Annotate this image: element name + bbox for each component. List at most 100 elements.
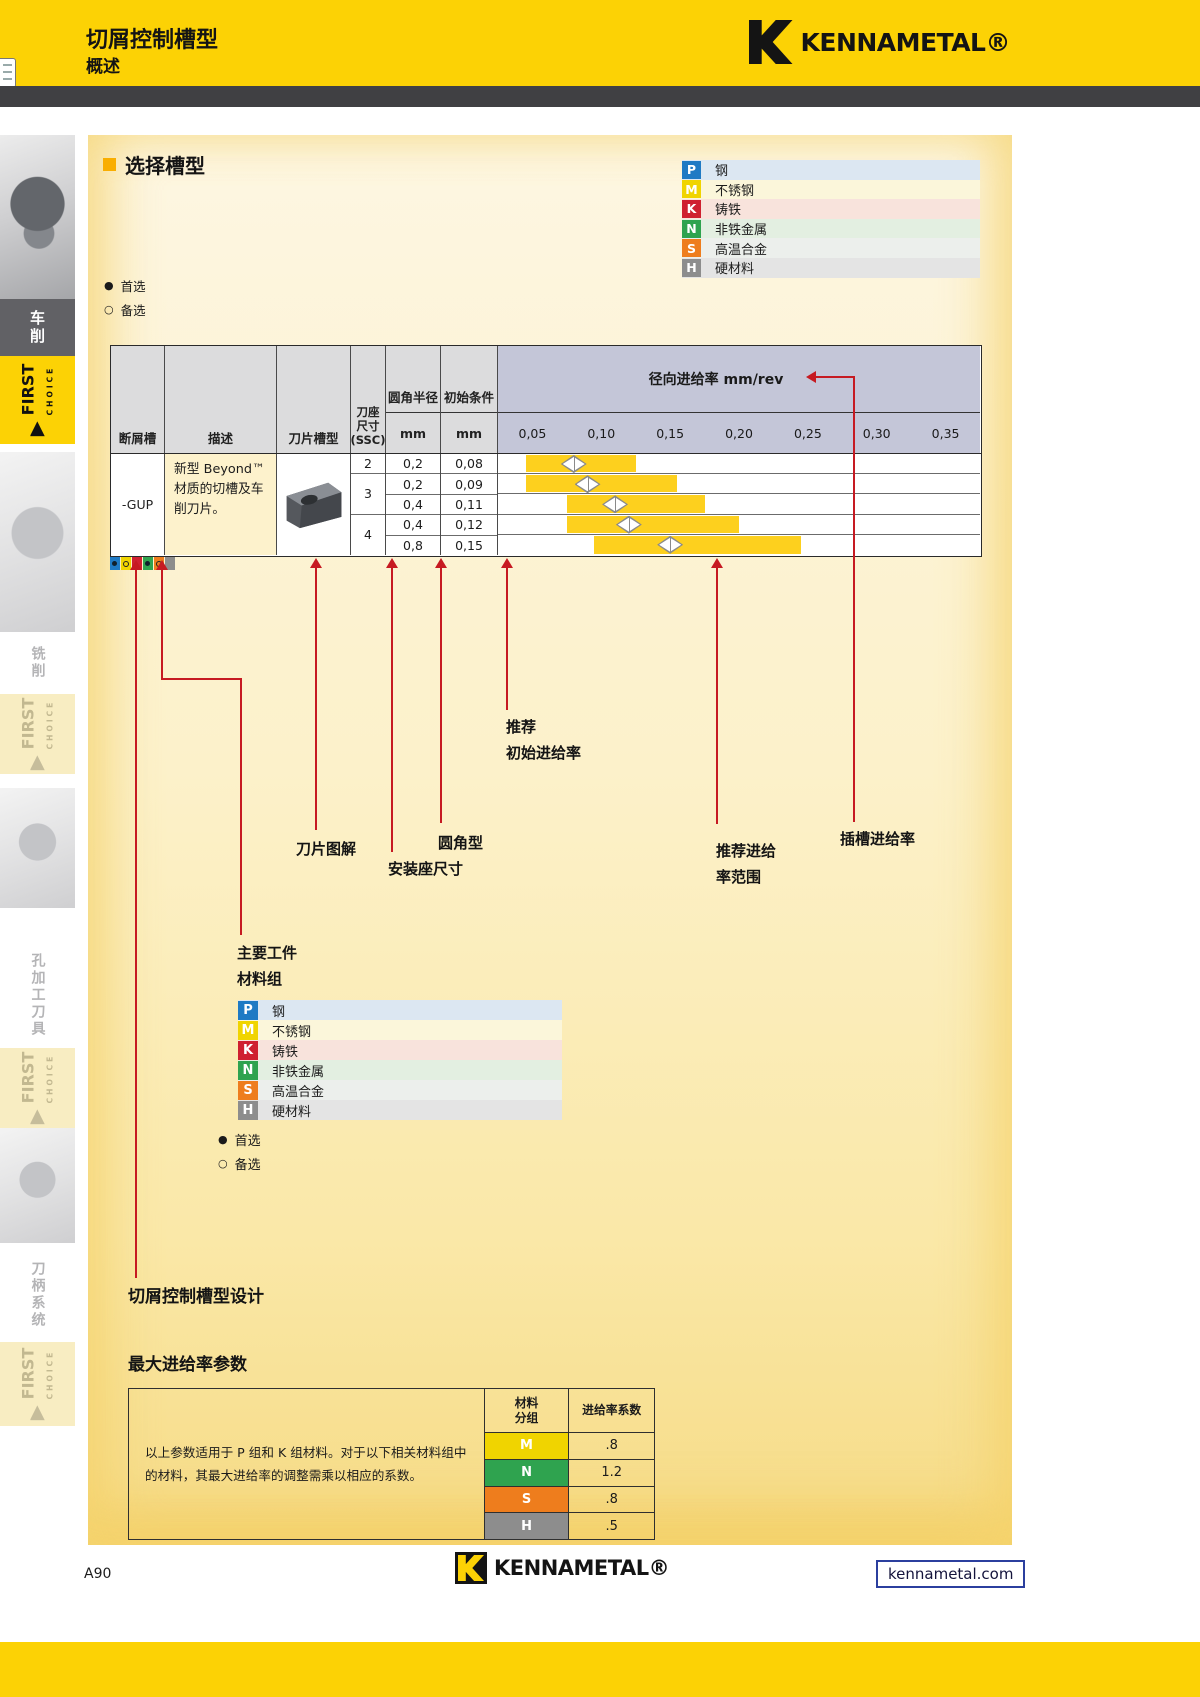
legend-row: H 硬材料 bbox=[238, 1100, 562, 1120]
label-insert-diagram: 刀片图解 bbox=[296, 840, 357, 858]
header-bar: 切屑控制槽型 概述 KENNAMETAL® bbox=[0, 0, 1200, 88]
feed-range-bar bbox=[566, 515, 739, 533]
feed-range-row bbox=[498, 535, 980, 555]
label-slot-feed: 插槽进给率 bbox=[840, 830, 916, 848]
indicator-p bbox=[110, 557, 120, 570]
legend-row: K 铸铁 bbox=[682, 199, 980, 219]
tool-photo-tooling-systems bbox=[0, 1128, 75, 1243]
radius-cell: 0,4 bbox=[386, 515, 440, 536]
first-choice-badge-faded: FIRST CHOICE bbox=[0, 694, 75, 774]
factor-cell: .5 bbox=[605, 1518, 618, 1534]
section-heading-label: 选择槽型 bbox=[125, 154, 205, 178]
label-initial-feed: 推荐初始进给率 bbox=[506, 718, 582, 762]
open-circle-icon: ○ bbox=[104, 303, 114, 316]
material-badge: S bbox=[238, 1080, 258, 1100]
sidebar-tab-label: 铣削 bbox=[29, 646, 46, 680]
col-header-seat-size: 刀座尺寸(SSC) bbox=[351, 346, 386, 453]
feed-range-bar bbox=[566, 495, 705, 513]
table-body: -GUP 新型 Beyond™ 材质的切槽及车削刀片。 2 3 4 0,2 0,… bbox=[111, 454, 981, 555]
legend-row: S 高温合金 bbox=[238, 1080, 562, 1100]
preference-secondary-label: 备选 bbox=[120, 303, 146, 318]
feed-range-bar bbox=[525, 475, 678, 493]
sidebar-tab-tooling-systems[interactable]: 刀柄系统 bbox=[0, 1252, 75, 1338]
kennametal-k-icon bbox=[455, 1552, 487, 1584]
sidebar-tab-milling[interactable]: 铣削 bbox=[0, 636, 75, 690]
material-badge: K bbox=[238, 1040, 258, 1060]
material-badge: K bbox=[682, 199, 701, 218]
indicator-n bbox=[143, 557, 153, 570]
kennametal-k-icon bbox=[748, 20, 793, 64]
col-header-material-group: 材料分组 bbox=[484, 1389, 569, 1433]
chevron-icon bbox=[30, 1109, 45, 1124]
footer-logo: KENNAMETAL® bbox=[455, 1552, 670, 1584]
indicator-m bbox=[121, 557, 131, 570]
material-badge: N bbox=[682, 219, 701, 238]
radius-cell: 0,8 bbox=[403, 537, 423, 553]
filled-circle-icon: ● bbox=[104, 279, 114, 292]
legend-row: M 不锈钢 bbox=[682, 179, 980, 200]
material-badge: N bbox=[238, 1060, 258, 1080]
radius-cell: 0,4 bbox=[386, 495, 440, 516]
kennametal-logo: KENNAMETAL® bbox=[748, 20, 1010, 64]
feed-rate-chart bbox=[498, 454, 980, 555]
preference-primary-label: 首选 bbox=[234, 1134, 261, 1149]
material-badge: M bbox=[682, 180, 701, 199]
material-badge: M bbox=[238, 1020, 258, 1040]
material-cell: H bbox=[484, 1513, 569, 1539]
max-feed-title: 最大进给率参数 bbox=[128, 1355, 247, 1375]
material-cell: M bbox=[484, 1433, 569, 1460]
initial-feed-marker bbox=[574, 475, 601, 494]
legend-row: S 高温合金 bbox=[682, 238, 980, 258]
website-link[interactable]: kennametal.com bbox=[876, 1560, 1026, 1588]
feed-rate-banner: 径向进给率 mm/rev bbox=[498, 346, 980, 413]
factor-cell: .8 bbox=[569, 1433, 654, 1460]
sidebar-tab-turning[interactable]: 车削 bbox=[0, 299, 75, 356]
sidebar-tab-holemaking[interactable]: 孔加工刀具 bbox=[0, 946, 75, 1044]
initial-feed-marker bbox=[657, 535, 684, 554]
feed-range-row bbox=[498, 454, 980, 475]
seat-size-cell: 4 bbox=[364, 527, 372, 543]
seat-size-cell: 3 bbox=[351, 474, 385, 515]
initial-cell: 0,11 bbox=[441, 495, 497, 516]
description-cell: 新型 Beyond™ 材质的切槽及车削刀片。 bbox=[165, 454, 277, 555]
legend-row: N 非铁金属 bbox=[238, 1060, 562, 1080]
feed-range-row bbox=[498, 515, 980, 535]
col-header-feed-factor: 进给率系数 bbox=[569, 1389, 654, 1433]
radius-cell: 0,2 bbox=[386, 474, 440, 495]
max-feed-note: 以上参数适用于 P 组和 K 组材料。对于以下相关材料组中的材料，其最大进给率的… bbox=[129, 1389, 485, 1539]
initial-cell: 0,12 bbox=[441, 515, 497, 536]
material-badge: H bbox=[238, 1100, 258, 1120]
initial-feed-marker bbox=[602, 495, 629, 514]
seat-size-cell: 2 bbox=[351, 454, 385, 475]
feed-range-row bbox=[498, 474, 980, 495]
initial-cell: 0,15 bbox=[455, 537, 483, 553]
chevron-icon bbox=[30, 1405, 45, 1420]
footer-bar bbox=[0, 1642, 1200, 1697]
feed-range-bar bbox=[594, 535, 801, 554]
legend-row: P 钢 bbox=[238, 1000, 562, 1020]
workpiece-material-legend: P 钢 M 不锈钢 K 铸铁 N 非铁金属 S 高温合金 H 硬材料 bbox=[238, 1000, 562, 1120]
corner-radius-column: 0,2 0,2 0,4 0,4 0,8 bbox=[386, 454, 441, 555]
chevron-icon bbox=[30, 421, 45, 436]
legend-row: M 不锈钢 bbox=[238, 1020, 562, 1040]
preference-secondary-label: 备选 bbox=[234, 1158, 261, 1173]
material-cell: N bbox=[484, 1459, 569, 1487]
legend-row: H 硬材料 bbox=[682, 257, 980, 278]
label-corner-style: 圆角型 bbox=[438, 834, 484, 852]
open-circle-icon: ○ bbox=[218, 1157, 228, 1170]
initial-feed-marker bbox=[615, 515, 642, 534]
sidebar-tab-label: 车削 bbox=[28, 309, 46, 346]
label-workpiece-group: 主要工件材料组 bbox=[237, 944, 298, 988]
initial-cell: 0,09 bbox=[441, 474, 497, 495]
material-badge: P bbox=[682, 160, 701, 179]
sidebar-tab-label: 孔加工刀具 bbox=[29, 952, 46, 1038]
tool-photo-milling bbox=[0, 452, 75, 632]
tool-photo-holemaking bbox=[0, 788, 75, 908]
